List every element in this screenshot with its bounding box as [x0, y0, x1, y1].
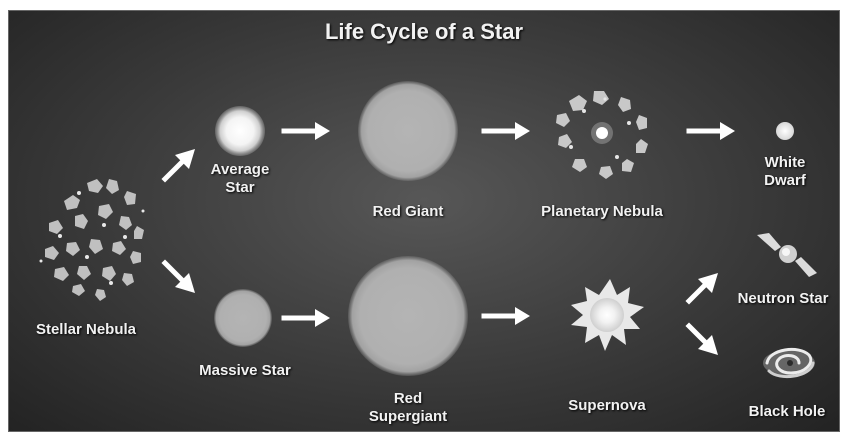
neutron-star-icon: [757, 233, 817, 277]
star-icon: [215, 106, 265, 156]
label-neutron-star: Neutron Star: [727, 290, 839, 308]
diagram-title: Life Cycle of a Star: [224, 19, 624, 45]
supernova-icon: [571, 279, 644, 351]
star-icon: [348, 256, 468, 376]
label-red-giant: Red Giant: [343, 203, 473, 221]
black-hole-icon: [763, 349, 815, 376]
nebula-icon: [40, 179, 145, 301]
label-supernova: Supernova: [547, 397, 667, 415]
label-black-hole: Black Hole: [737, 403, 837, 421]
star-icon: [776, 122, 794, 140]
label-average-star: Average Star: [190, 161, 290, 197]
star-icon: [214, 289, 272, 347]
nebula-icon: [556, 91, 648, 179]
diagram-artwork: [9, 11, 839, 431]
label-planetary-nebula: Planetary Nebula: [517, 203, 687, 221]
label-red-supergiant: Red Supergiant: [343, 390, 473, 426]
diagram-frame: Life Cycle of a Star Average Star Red Gi…: [8, 10, 840, 432]
star-icon: [358, 81, 458, 181]
label-stellar-nebula: Stellar Nebula: [11, 321, 161, 339]
label-massive-star: Massive Star: [180, 362, 310, 380]
label-white-dwarf: White Dwarf: [745, 154, 825, 190]
